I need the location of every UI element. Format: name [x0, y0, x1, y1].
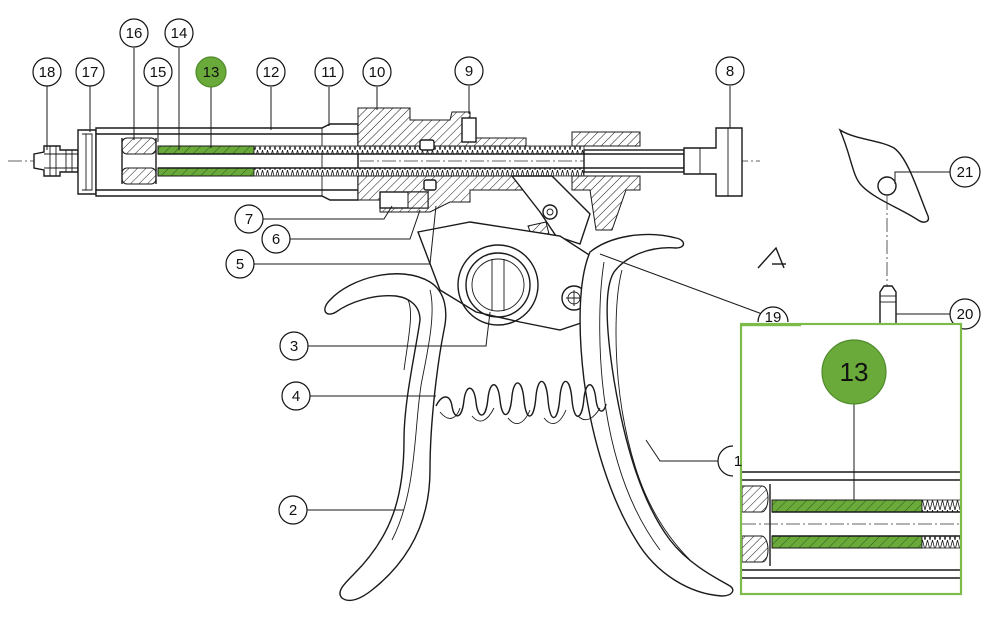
- callout-3[interactable]: 3: [279, 331, 309, 361]
- pin-part: [879, 285, 897, 329]
- plunger-rod: [158, 145, 700, 177]
- svg-text:9: 9: [465, 63, 473, 80]
- callout-20[interactable]: 20: [949, 298, 981, 330]
- svg-text:8: 8: [726, 63, 734, 80]
- svg-text:15: 15: [150, 64, 167, 81]
- svg-text:16: 16: [126, 25, 143, 42]
- svg-text:18: 18: [39, 64, 56, 81]
- svg-text:14: 14: [171, 25, 188, 42]
- leader-lines: [46, 48, 950, 511]
- callout-10[interactable]: 10: [362, 57, 392, 87]
- svg-text:13: 13: [840, 357, 869, 387]
- svg-text:1: 1: [734, 453, 742, 470]
- luer-tip: [33, 145, 79, 177]
- callout-15[interactable]: 15: [143, 57, 173, 87]
- svg-text:2: 2: [289, 502, 297, 519]
- fixed-handle: [324, 273, 447, 602]
- callout-4[interactable]: 4: [281, 381, 311, 411]
- callout-13-highlighted[interactable]: 13: [195, 56, 227, 88]
- svg-text:19: 19: [765, 309, 782, 326]
- section-arrow: [757, 246, 786, 269]
- svg-text:17: 17: [82, 64, 99, 81]
- callout-14[interactable]: 14: [164, 18, 194, 48]
- callout-9[interactable]: 9: [454, 56, 484, 86]
- callout-6[interactable]: 6: [261, 224, 291, 254]
- svg-text:3: 3: [290, 338, 298, 355]
- movable-trigger: [579, 233, 734, 597]
- return-spring: [435, 380, 607, 424]
- callout-19-partial[interactable]: 19: [757, 306, 789, 326]
- barrel: [95, 123, 359, 201]
- svg-text:10: 10: [369, 64, 386, 81]
- svg-text:11: 11: [321, 64, 337, 81]
- svg-text:21: 21: [957, 164, 974, 181]
- front-cap: [77, 129, 97, 195]
- callout-21[interactable]: 21: [949, 156, 981, 188]
- detail-callout-13[interactable]: 13: [821, 339, 887, 405]
- thumb-knob: [683, 127, 743, 197]
- callout-11[interactable]: 11: [314, 57, 344, 87]
- svg-text:7: 7: [245, 211, 253, 228]
- loose-plate-part: [838, 128, 930, 290]
- callout-7[interactable]: 7: [234, 204, 264, 234]
- callout-16[interactable]: 16: [119, 18, 149, 48]
- callout-8[interactable]: 8: [715, 56, 745, 86]
- piston-seal: [121, 137, 157, 185]
- svg-text:13: 13: [203, 64, 220, 81]
- pivot-ring: [417, 221, 601, 331]
- callout-12[interactable]: 12: [256, 57, 286, 87]
- callout-17[interactable]: 17: [75, 57, 105, 87]
- svg-text:20: 20: [957, 306, 974, 323]
- callout-1[interactable]: 1: [717, 445, 742, 477]
- svg-text:5: 5: [236, 256, 244, 273]
- callout-18[interactable]: 18: [32, 57, 62, 87]
- svg-text:6: 6: [272, 231, 280, 248]
- svg-text:4: 4: [292, 388, 300, 405]
- callout-5[interactable]: 5: [225, 249, 255, 279]
- callout-2[interactable]: 2: [278, 495, 308, 525]
- svg-text:12: 12: [263, 64, 280, 81]
